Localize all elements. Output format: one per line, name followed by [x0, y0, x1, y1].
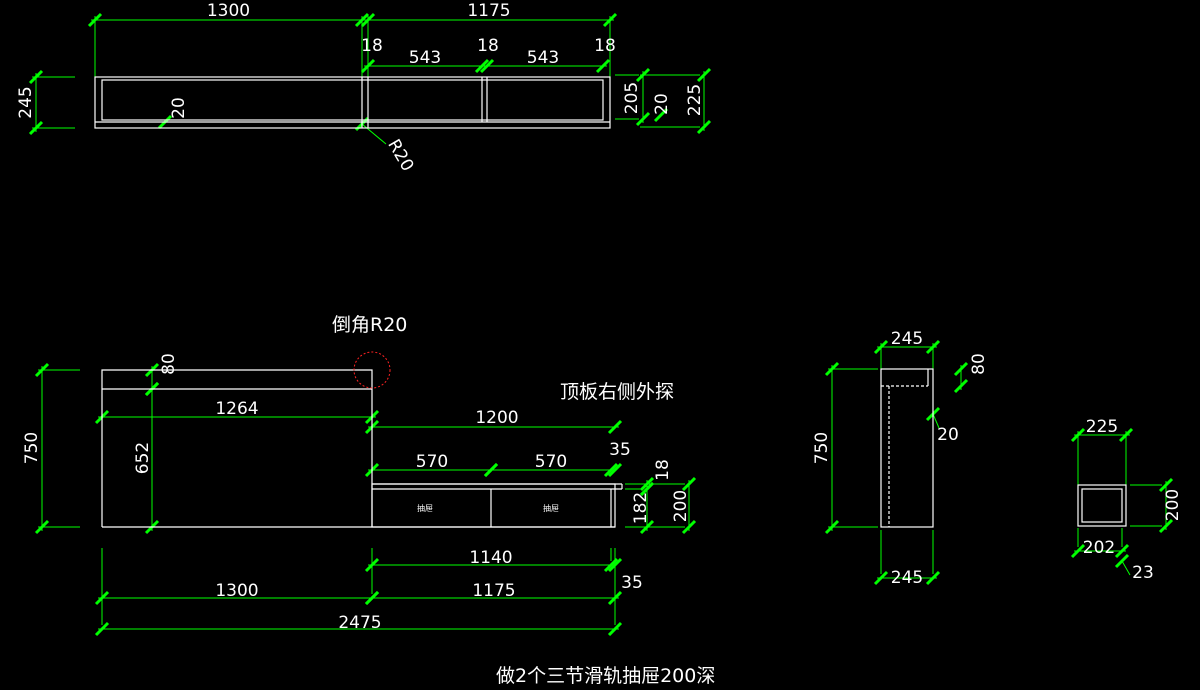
dim-front-1200: 1200	[364, 408, 623, 435]
side-view-outline	[880, 368, 934, 528]
dim-top-bay-a-label: 543	[409, 48, 441, 68]
dim-front-base-35: 35	[621, 573, 643, 593]
chamfer-note: 倒角R20	[332, 314, 407, 336]
dim-front-drawer-a: 570	[364, 452, 499, 478]
dim-top-panel-a: 18	[361, 36, 383, 56]
dim-side-plate: 20	[937, 425, 959, 445]
dim-front-2475: 2475	[94, 548, 623, 637]
dim-front-drawer-a-label: 570	[416, 452, 448, 472]
dim-top-side-205-label: 205	[622, 82, 642, 114]
dim-front-bottom-1300-label: 1300	[215, 581, 258, 601]
dim-top-radius: R20	[383, 136, 417, 175]
side-plate-leader	[932, 413, 940, 429]
dim-front-182: 182	[625, 481, 655, 535]
dim-front-drawer-b: 570	[483, 452, 619, 478]
drawer-label-a: 抽屉	[417, 503, 433, 513]
dim-side-top-245: 245	[873, 329, 941, 369]
dim-front-652-label: 652	[133, 442, 153, 474]
dim-top-1300: 1300	[87, 1, 370, 77]
dim-front-1140: 1140	[364, 548, 619, 573]
dim-top-bay-b-label: 543	[527, 48, 559, 68]
dim-side-bottom-245: 245	[873, 530, 941, 588]
dim-top-bay-a: 543	[360, 48, 490, 74]
dim-front-200: 200	[625, 476, 697, 535]
dim-front-652: 652	[133, 381, 160, 535]
dim-drawer-202: 202	[1070, 528, 1130, 559]
dim-top-1175-label: 1175	[467, 1, 510, 21]
dim-top-side-225-label: 225	[685, 84, 705, 116]
dim-front-lower-plate-label: 18	[653, 459, 673, 481]
dim-front-200-label: 200	[671, 490, 691, 522]
dim-side-top-245-label: 245	[891, 329, 923, 349]
radius-leader	[361, 123, 387, 145]
dim-front-1200-label: 1200	[475, 408, 518, 428]
drawer-plate-leader	[1121, 560, 1131, 576]
dim-front-35: 35	[609, 440, 631, 460]
dim-drawer-225-label: 225	[1086, 417, 1118, 437]
dim-top-panel-b: 18	[477, 36, 499, 56]
dim-front-1140-label: 1140	[469, 548, 512, 568]
dim-side-top-band: 80	[953, 353, 989, 394]
dim-front-750: 750	[22, 362, 80, 535]
dim-front-1264: 1264	[94, 399, 380, 425]
dim-top-1175: 1175	[360, 1, 618, 77]
front-upper-outline	[101, 369, 373, 527]
dim-front-top-band-label: 80	[159, 353, 179, 375]
dim-side-750-label: 750	[812, 432, 832, 464]
dim-top-plate: 20	[169, 97, 189, 119]
footer-note: 做2个三节滑轨抽屉200深	[496, 665, 715, 687]
dim-side-top-band-label: 80	[969, 353, 989, 375]
dim-top-side-plate: 20	[652, 93, 672, 115]
drawer-inner	[1081, 488, 1123, 523]
dim-drawer-23: 23	[1132, 563, 1154, 583]
top-view-outline	[94, 76, 611, 129]
dim-top-1300-label: 1300	[207, 1, 250, 21]
dim-top-panel-c: 18	[594, 36, 616, 56]
top-view	[94, 76, 611, 129]
dim-side-bottom-245-label: 245	[891, 568, 923, 588]
dim-side-750: 750	[812, 361, 878, 535]
dim-drawer-200-label: 200	[1163, 489, 1183, 521]
dim-front-bottom-1300: 1300	[94, 548, 380, 606]
dim-front-2475-label: 2475	[338, 613, 381, 633]
top-overhang-note: 顶板右侧外探	[560, 381, 674, 403]
dim-drawer-202-label: 202	[1083, 538, 1115, 558]
dim-top-height: 245	[16, 69, 75, 136]
dim-drawer-225: 225	[1070, 417, 1134, 485]
dim-top-side-225: 225	[640, 67, 712, 135]
dim-front-1264-label: 1264	[215, 399, 258, 419]
front-lower-cabinet	[371, 483, 616, 528]
dim-front-bottom-1175-label: 1175	[472, 581, 515, 601]
dim-front-drawer-b-label: 570	[535, 452, 567, 472]
chamfer-marker	[353, 351, 391, 389]
dim-top-height-label: 245	[16, 86, 36, 118]
dim-top-bay-b: 543	[479, 48, 611, 74]
drawer-outer	[1077, 484, 1127, 527]
drawer-view	[1077, 484, 1127, 527]
side-view	[880, 368, 934, 528]
dim-top-side-205: 205	[615, 67, 651, 127]
front-view	[101, 369, 623, 528]
top-view-inner	[101, 79, 604, 121]
dim-front-750-label: 750	[22, 432, 42, 464]
dim-front-182-label: 182	[631, 492, 651, 524]
dim-drawer-200: 200	[1130, 477, 1183, 534]
drawer-label-b: 抽屉	[543, 503, 559, 513]
